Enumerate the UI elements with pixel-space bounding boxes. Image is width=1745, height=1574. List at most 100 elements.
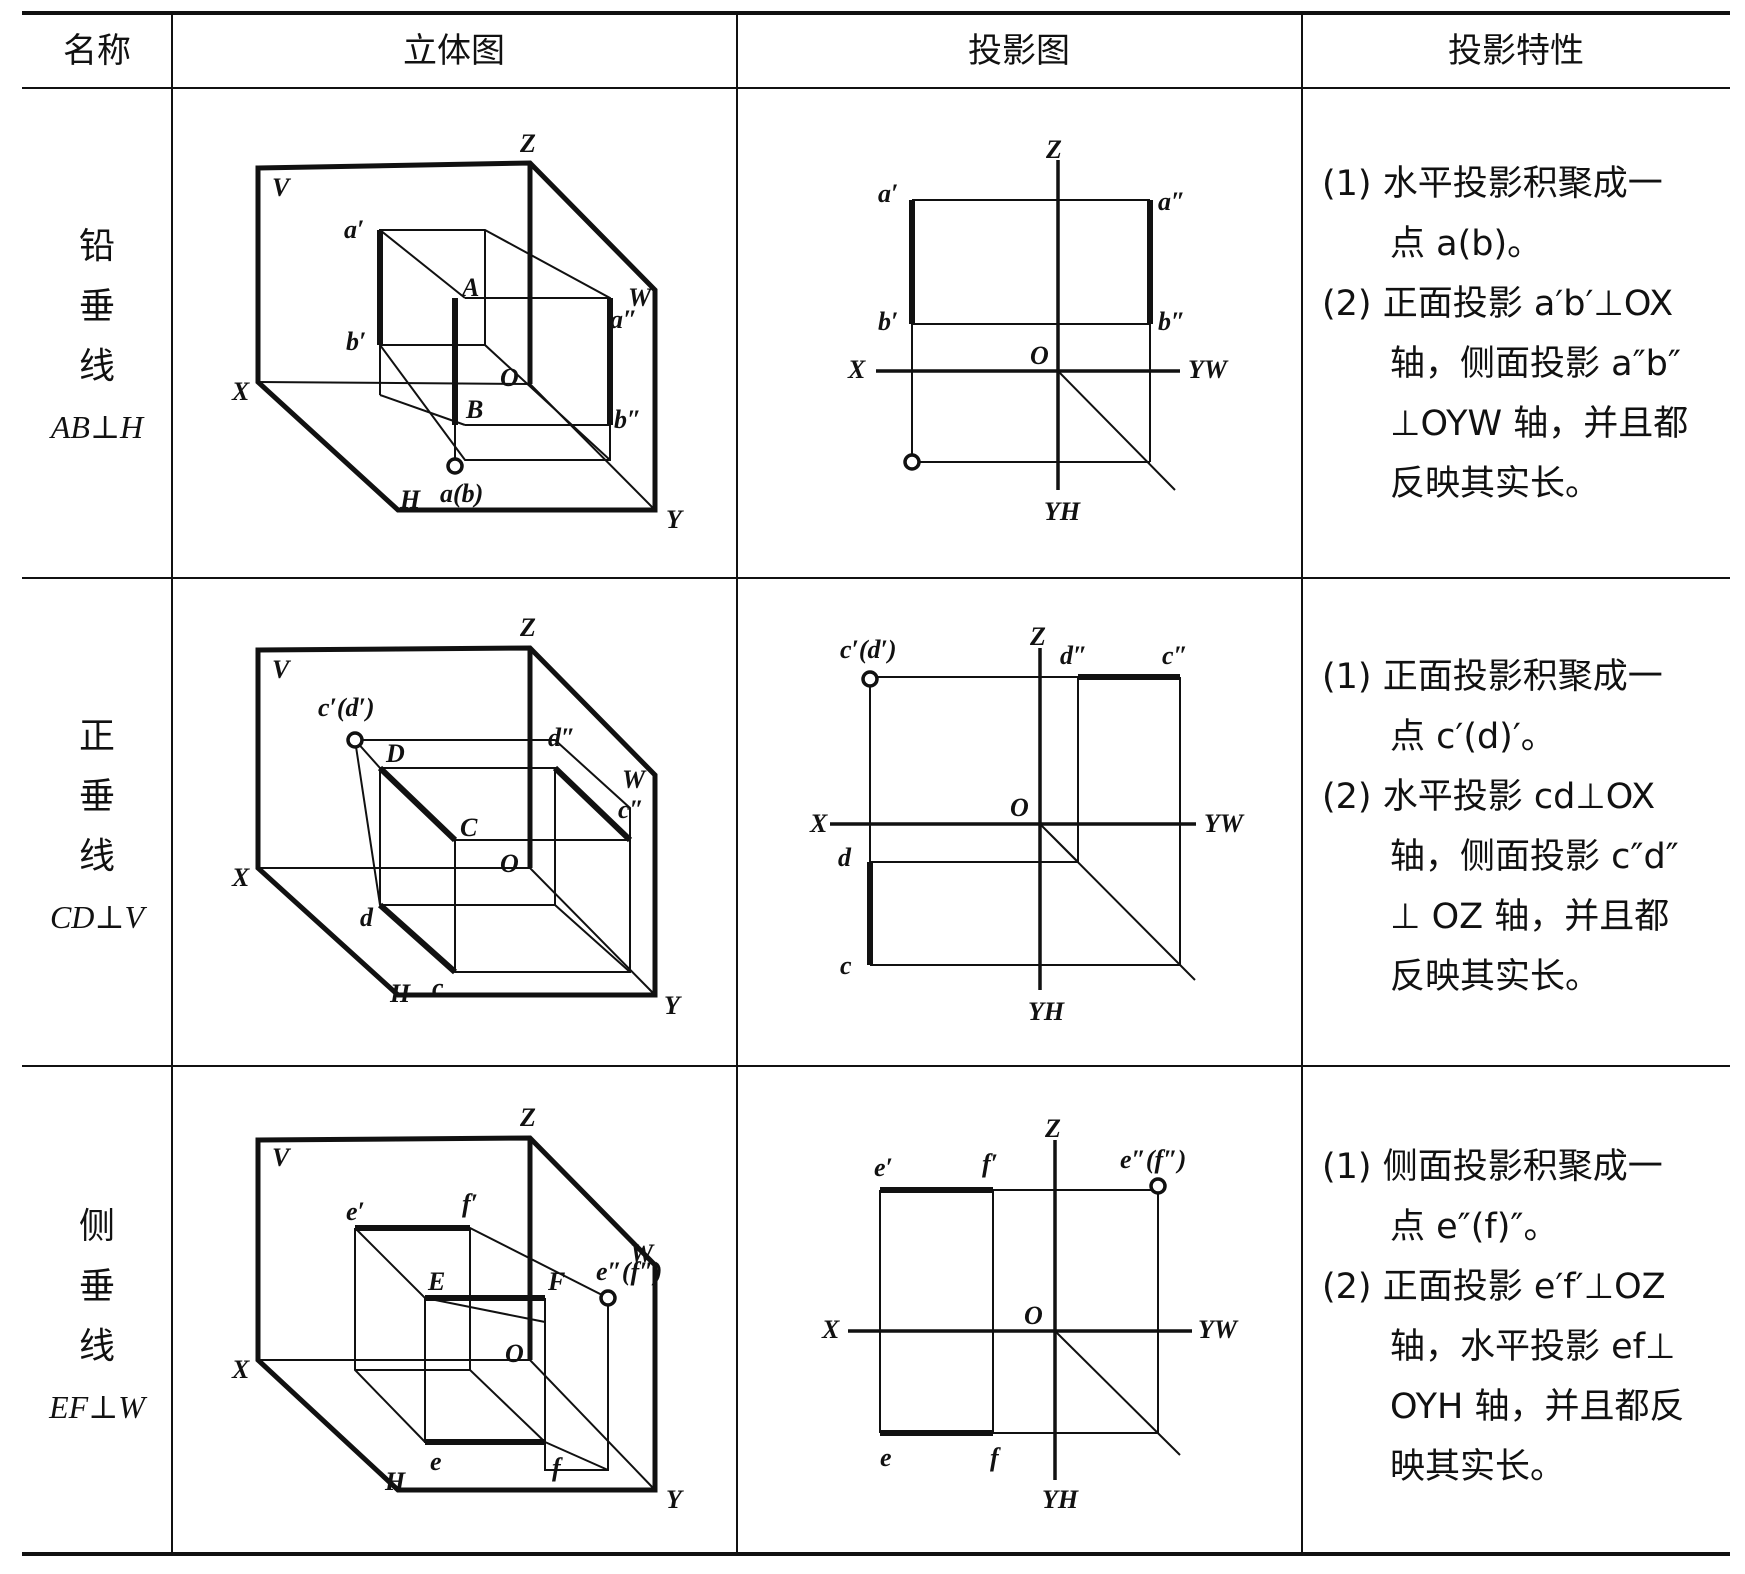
row1-solid-diagram: Z V W X Y H O a′ b′ A B a″ b″ a(b): [231, 129, 684, 534]
diagram-stroke: [912, 199, 1151, 463]
diagram-stroke: [552, 765, 633, 843]
diagram-label: 轴，水平投影 ef⊥: [1390, 1327, 1675, 1367]
diagram-label: e″(f″): [1120, 1145, 1186, 1174]
diagram-stroke: [355, 1298, 609, 1471]
diagram-label: 点 e″(f)″。: [1390, 1207, 1558, 1247]
header-solid: 立体图: [403, 31, 505, 71]
diagram-label: (1) 侧面投影积聚成一: [1322, 1147, 1663, 1187]
diagram-label: YW: [1188, 355, 1229, 384]
diagram-label: ⊥ OZ 轴，并且都: [1390, 897, 1669, 937]
row3-name-equation: EF⊥W: [48, 1389, 148, 1425]
diagram-label: Y: [664, 991, 682, 1020]
diagram-label: Z: [1044, 1114, 1061, 1143]
diagram-label: O: [505, 1339, 524, 1368]
diagram-label: (2) 正面投影 e′f′⊥OZ: [1322, 1267, 1666, 1307]
diagram-label: X: [847, 355, 866, 384]
diagram-label: c″: [1162, 641, 1188, 670]
diagram-stroke: [1077, 677, 1181, 965]
table-grid: [22, 11, 1730, 1556]
diagram-stroke: [354, 1227, 609, 1471]
diagram-label: X: [231, 377, 250, 406]
diagram-label: c″: [618, 795, 644, 824]
diagram-label: O: [1010, 793, 1029, 822]
diagram-stroke: [354, 1228, 546, 1443]
diagram-label: c: [840, 951, 852, 980]
diagram-label: d: [360, 903, 374, 932]
diagram-label: X: [809, 809, 828, 838]
row3-name-char: 线: [79, 1326, 115, 1367]
diagram-label: YH: [1044, 497, 1081, 526]
diagram-label: (2) 水平投影 cd⊥OX: [1322, 777, 1655, 817]
diagram-label: 反映其实长。: [1390, 957, 1600, 997]
header-name: 名称: [63, 31, 131, 71]
diagram-label: d″: [548, 723, 575, 752]
diagram-stroke: [354, 739, 631, 973]
diagram-label: O: [1024, 1301, 1043, 1330]
diagram-label: 映其实长。: [1390, 1447, 1565, 1487]
diagram-stroke: [378, 902, 457, 975]
diagram-label: b′: [878, 307, 898, 336]
diagram-label: YH: [1028, 997, 1065, 1026]
row1-name-char: 铅: [79, 226, 115, 267]
header-properties: 投影特性: [1448, 31, 1584, 71]
diagram-label: a′: [344, 215, 364, 244]
diagram-label: O: [1030, 341, 1049, 370]
diagram-stroke: [1057, 370, 1176, 491]
diagram-label: YW: [1204, 809, 1245, 838]
row2-projection-diagram: Z X O YW YH c′(d′) d″ c″ d c: [809, 622, 1245, 1026]
diagram-label: a′: [878, 179, 898, 208]
diagram-label: Z: [519, 613, 536, 642]
diagram-stroke: [903, 453, 921, 471]
row3-name-char: 侧: [79, 1206, 115, 1247]
diagram-label: E: [427, 1267, 445, 1296]
diagram-label: 轴，侧面投影 c″d″: [1390, 837, 1679, 877]
diagram-stroke: [258, 1359, 656, 1491]
diagram-stroke: [346, 731, 364, 749]
diagram-label: Z: [1045, 135, 1062, 164]
diagram-stroke: [879, 1190, 994, 1433]
diagram-stroke: [255, 1135, 658, 1493]
diagram-stroke: [1039, 823, 1196, 981]
diagram-stroke: [380, 230, 611, 461]
row-perpendicular-to-v: 正 垂 线 CD⊥V Z V W X Y H O c′(d′) D C d″: [50, 613, 1679, 1026]
diagram-label: d″: [1060, 641, 1087, 670]
row1-name-char: 线: [79, 346, 115, 387]
diagram-label: X: [231, 1355, 250, 1384]
diagram-label: b″: [1158, 307, 1185, 336]
diagram-label: f: [990, 1443, 1001, 1472]
diagram-stroke: [861, 670, 879, 688]
diagram-label: 反映其实长。: [1390, 464, 1600, 504]
diagram-label: O: [500, 849, 519, 878]
diagram-label: 点 c′(d)′。: [1390, 717, 1556, 757]
row1-name-char: 垂: [79, 286, 115, 327]
diagram-label: Y: [666, 505, 684, 534]
diagram-label: e: [430, 1447, 442, 1476]
diagram-label: e″(f″): [596, 1257, 662, 1286]
row2-name-char: 正: [79, 716, 115, 757]
diagram-label: Z: [519, 1103, 536, 1132]
diagram-stroke: [880, 1189, 1159, 1434]
row3-solid-diagram: Z V W X Y H O e′ f′ E F e″(f″) e f: [231, 1103, 684, 1514]
row-vertical-line: 铅 垂 线 AB⊥H Z V W X Y H O a′ b′: [49, 129, 1688, 534]
diagram-label: Z: [519, 129, 536, 158]
diagram-label: F: [547, 1267, 565, 1296]
diagram-label: b′: [346, 327, 366, 356]
diagram-label: H: [389, 979, 411, 1008]
diagram-label: f′: [982, 1149, 998, 1178]
diagram-label: e: [880, 1443, 892, 1472]
diagram-label: c: [432, 973, 444, 1002]
diagram-stroke: [446, 457, 464, 475]
diagram-label: a″: [610, 305, 637, 334]
row1-name-equation: AB⊥H: [49, 409, 145, 445]
diagram-label: a″: [1158, 187, 1185, 216]
diagram-label: W: [622, 765, 647, 794]
diagram-stroke: [599, 1289, 617, 1307]
row1-projection-diagram: Z X O YW YH a′ b′ a″ b″: [847, 135, 1229, 526]
diagram-stroke: [379, 229, 610, 299]
row1-properties: (1) 水平投影积聚成一 点 a(b)。 (2) 正面投影 a′b′⊥OX 轴，…: [1322, 164, 1688, 504]
header-projection: 投影图: [968, 31, 1070, 71]
diagram-stroke: [380, 767, 630, 972]
row2-name-char: 垂: [79, 776, 115, 817]
diagram-label: (1) 水平投影积聚成一: [1322, 164, 1663, 204]
